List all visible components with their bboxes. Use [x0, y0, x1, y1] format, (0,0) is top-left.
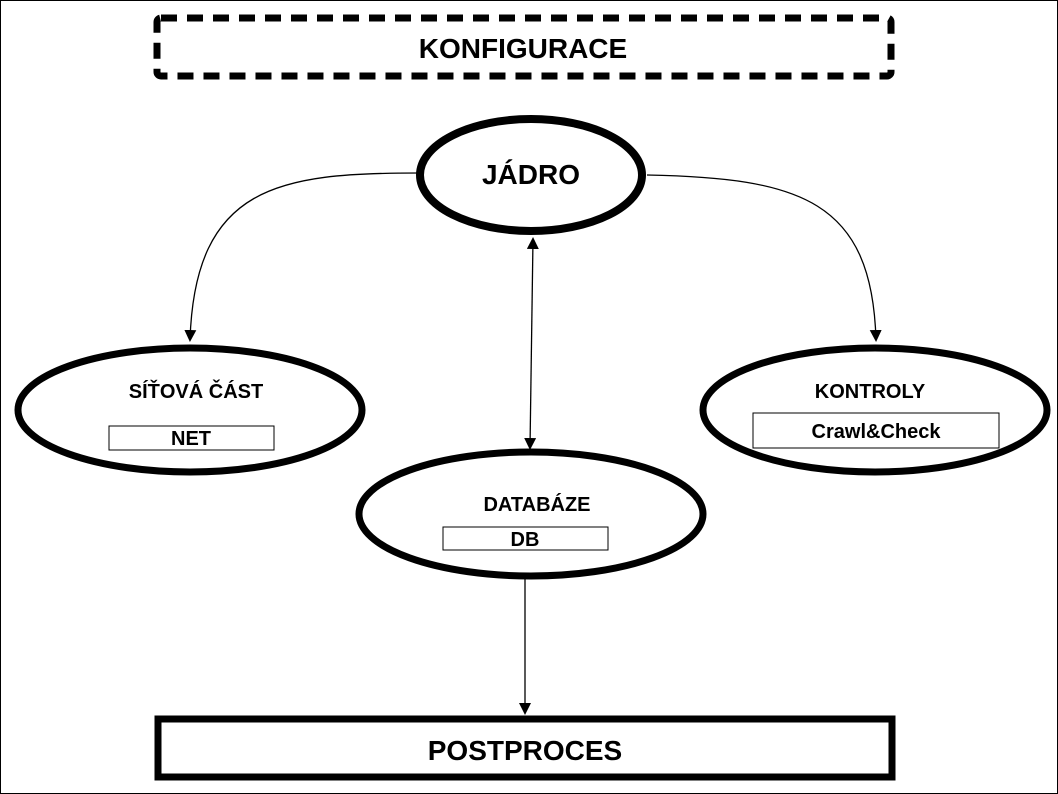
network-node: SÍŤOVÁ ČÁST NET: [14, 344, 366, 476]
core-ellipse: [416, 115, 646, 235]
config-box: [153, 14, 895, 80]
network-label: SÍŤOVÁ ČÁST: [129, 379, 263, 403]
core-to-checks-arrow: [646, 174, 882, 342]
postprocess-box: [154, 715, 896, 781]
core-database-bidirectional-arrow: [524, 237, 539, 450]
config-node: KONFIGURACE: [153, 14, 895, 80]
checks-node: KONTROLY Crawl&Check: [699, 344, 1051, 476]
checks-label: KONTROLY: [815, 381, 926, 403]
checks-ellipse: [699, 344, 1051, 476]
core-node: JÁDRO: [416, 115, 646, 235]
core-label: JÁDRO: [482, 159, 580, 190]
network-module-box: [108, 425, 275, 451]
database-node: DATABÁZE DB: [355, 448, 707, 580]
network-ellipse: [14, 344, 366, 476]
database-label: DATABÁZE: [483, 493, 590, 516]
checks-module-box: [752, 412, 1000, 449]
core-to-network-arrow: [184, 172, 419, 342]
config-label: KONFIGURACE: [419, 33, 627, 64]
checks-module-label: Crawl&Check: [812, 421, 942, 443]
postprocess-node: POSTPROCES: [154, 715, 896, 781]
postprocess-label: POSTPROCES: [428, 735, 622, 766]
database-module-box: [442, 526, 609, 551]
network-module-label: NET: [171, 428, 211, 450]
database-module-label: DB: [511, 529, 540, 551]
